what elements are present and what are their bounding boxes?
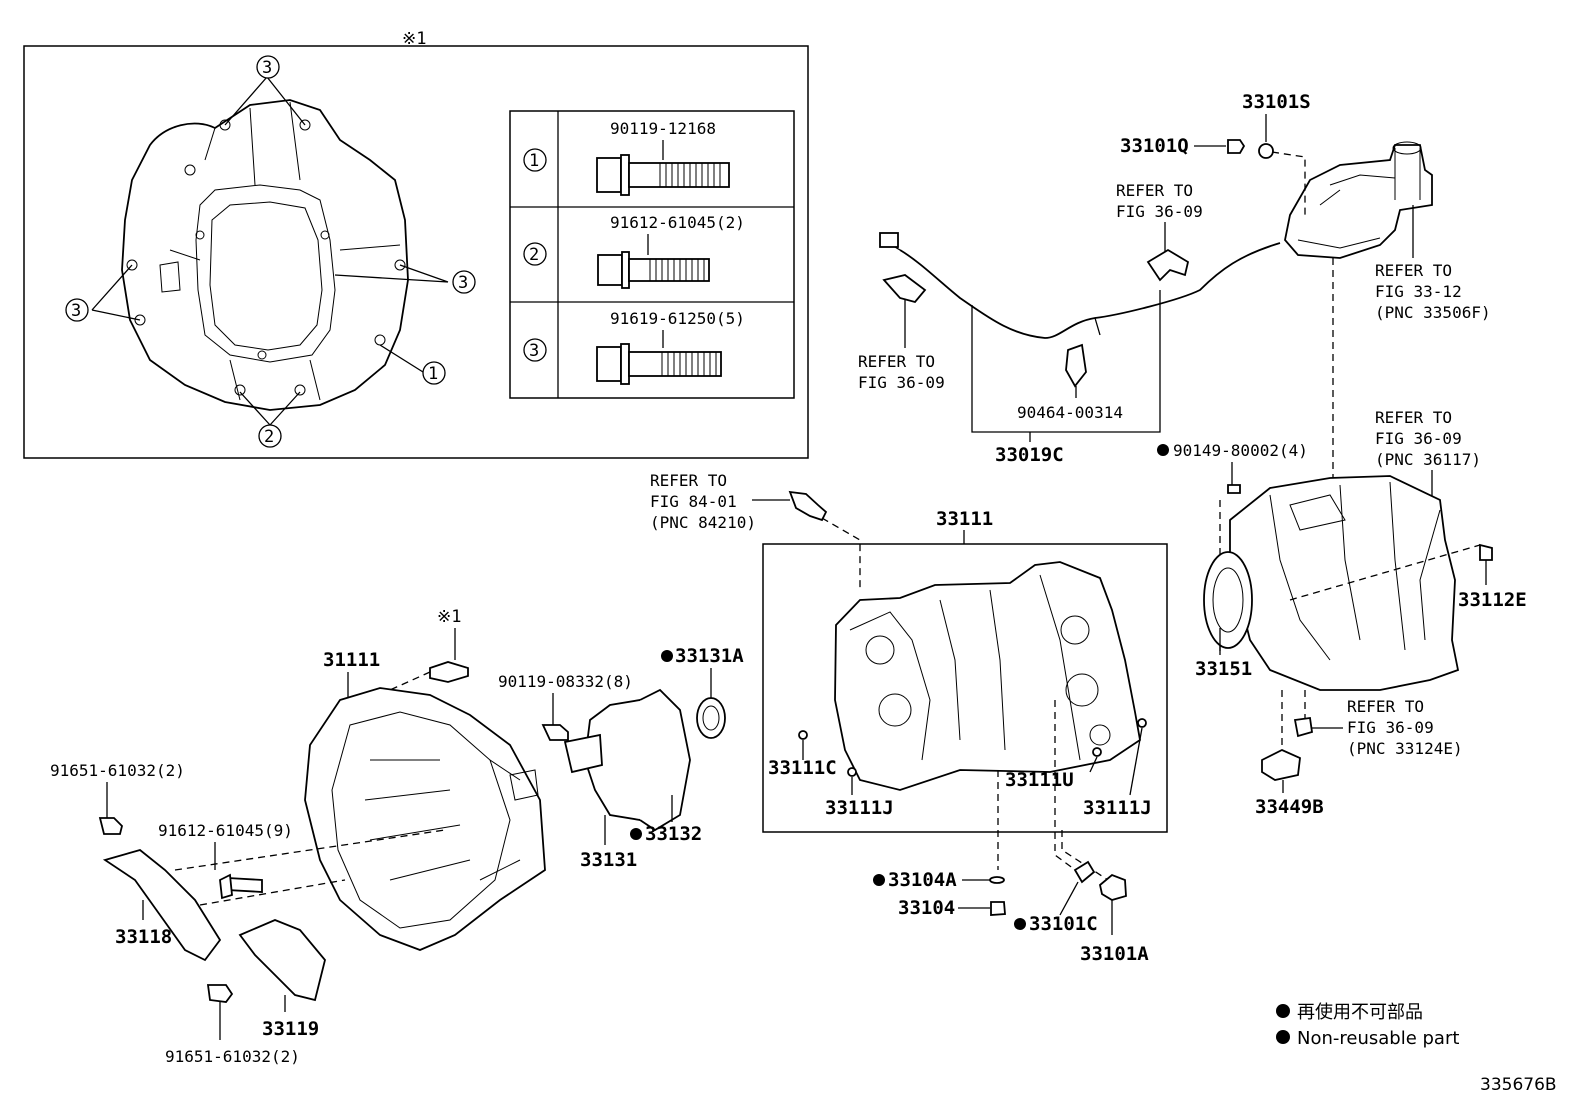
part-33111C: 33111C	[768, 757, 837, 779]
ref-fig-36-09-left: REFER TO	[858, 352, 935, 371]
bolt-icon	[596, 154, 730, 196]
mark-1-lower: ※1	[437, 607, 461, 627]
extension-housing-group: 90149-80002(4) REFER TO FIG 36-09 (PNC 3…	[1157, 408, 1527, 818]
bell-housing-front-view	[121, 99, 409, 411]
bolt-table: 1 90119-12168 2 91612-61045(2)	[509, 110, 795, 399]
part-33101C: 33101C	[1029, 913, 1098, 935]
part-33101S: 33101S	[1242, 91, 1311, 113]
bolt-row-1: 1 90119-12168	[523, 119, 730, 196]
figure-id: 335676B	[1480, 1075, 1557, 1095]
part-33112E: 33112E	[1458, 589, 1527, 611]
legend: 再使用不可部品 Non-reusable part	[1276, 1002, 1459, 1049]
part-33111: 33111	[936, 508, 993, 530]
part-91651-61032-lower: 91651-61032(2)	[165, 1047, 300, 1066]
bolt-3-part: 91619-61250(5)	[610, 309, 745, 328]
part-33151: 33151	[1195, 658, 1252, 680]
svg-text:(PNC 36117): (PNC 36117)	[1375, 450, 1481, 469]
inset-frame	[23, 45, 809, 459]
part-33449B: 33449B	[1255, 796, 1324, 818]
transmission-case-group: REFER TO FIG 84-01 (PNC 84210) 33111 331…	[650, 471, 1168, 965]
bolt-row-3: 3 91619-61250(5)	[523, 309, 745, 385]
legend-en: Non-reusable part	[1297, 1028, 1459, 1049]
part-33101Q: 33101Q	[1120, 135, 1189, 157]
part-90464-00314: 90464-00314	[1017, 403, 1123, 422]
shift-housing-group: 33101S 33101Q REFER TO FIG 36-09 REFER T…	[858, 91, 1491, 478]
ref-fig-36-09-pnc-36117: REFER TO	[1375, 408, 1452, 427]
bolt-icon	[597, 251, 710, 289]
case-frame	[762, 543, 1168, 833]
part-33132: 33132	[645, 823, 702, 845]
inset-panel: ※1 3 3 3 1 2	[23, 29, 809, 459]
svg-text:2: 2	[529, 245, 539, 265]
svg-text:FIG 84-01: FIG 84-01	[650, 492, 737, 511]
bell-housing-group: ※1 31111 90119-08332(8) 33131A 33131 331…	[50, 607, 744, 1066]
legend-jp: 再使用不可部品	[1297, 1002, 1423, 1023]
part-33101A: 33101A	[1080, 943, 1149, 965]
svg-text:(PNC 33506F): (PNC 33506F)	[1375, 303, 1491, 322]
svg-text:FIG 36-09: FIG 36-09	[1347, 718, 1434, 737]
part-33111J-right: 33111J	[1083, 797, 1152, 819]
svg-text:1: 1	[529, 151, 539, 171]
part-33111J-left: 33111J	[825, 797, 894, 819]
svg-text:3: 3	[262, 58, 272, 78]
part-90119-08332: 90119-08332(8)	[498, 672, 633, 691]
inset-leaders	[91, 76, 449, 426]
svg-text:FIG 33-12: FIG 33-12	[1375, 282, 1462, 301]
svg-text:3: 3	[71, 301, 81, 321]
inset-mark: ※1	[402, 29, 426, 49]
ref-fig-33-12: REFER TO	[1375, 261, 1452, 280]
svg-text:3: 3	[529, 341, 539, 361]
bolt-2-part: 91612-61045(2)	[610, 213, 745, 232]
part-33111U: 33111U	[1005, 769, 1074, 791]
svg-text:3: 3	[458, 273, 468, 293]
part-91612-61045-9: 91612-61045(9)	[158, 821, 293, 840]
part-33119: 33119	[262, 1018, 319, 1040]
svg-text:(PNC 84210): (PNC 84210)	[650, 513, 756, 532]
svg-text:1: 1	[428, 364, 438, 384]
part-33131: 33131	[580, 849, 637, 871]
part-33131A: 33131A	[675, 645, 744, 667]
bolt-icon	[596, 343, 722, 385]
svg-text:FIG 36-09: FIG 36-09	[1116, 202, 1203, 221]
part-90149-80002: 90149-80002(4)	[1173, 441, 1308, 460]
inset-callout-circles: 3 3 3 1 2	[65, 55, 476, 448]
part-33118: 33118	[115, 926, 172, 948]
svg-text:FIG 36-09: FIG 36-09	[858, 373, 945, 392]
part-33104A: 33104A	[888, 869, 957, 891]
ref-fig-84-01: REFER TO	[650, 471, 727, 490]
part-33019C: 33019C	[995, 444, 1064, 466]
bolt-1-part: 90119-12168	[610, 119, 716, 138]
part-33104: 33104	[898, 897, 955, 919]
ref-fig-36-09-pnc-33124e: REFER TO	[1347, 697, 1424, 716]
part-91651-61032-upper: 91651-61032(2)	[50, 761, 185, 780]
svg-text:FIG 36-09: FIG 36-09	[1375, 429, 1462, 448]
bolt-row-2: 2 91612-61045(2)	[523, 213, 745, 289]
svg-text:2: 2	[264, 427, 274, 447]
svg-text:(PNC 33124E): (PNC 33124E)	[1347, 739, 1463, 758]
part-31111: 31111	[323, 649, 380, 671]
ref-fig-36-09-upper: REFER TO	[1116, 181, 1193, 200]
